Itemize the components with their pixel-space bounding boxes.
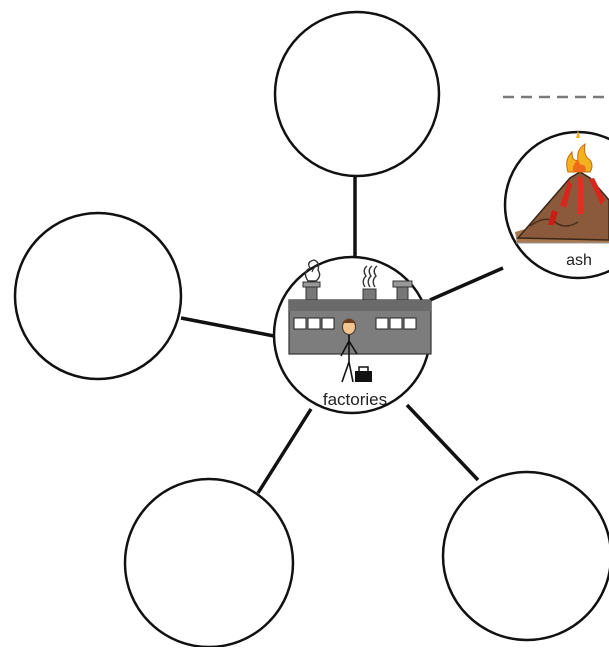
factory-worker-icon xyxy=(288,259,432,383)
volcano-icon xyxy=(515,130,609,243)
card-label-ash: ash xyxy=(566,252,592,269)
edge-right xyxy=(429,266,504,302)
center-node-label: factories xyxy=(323,390,387,409)
node-card-ash[interactable]: ash xyxy=(503,130,609,280)
node-slot-left[interactable] xyxy=(13,211,183,381)
edge-left xyxy=(180,316,275,338)
edge-bottom-left xyxy=(256,408,313,494)
edge-bottom-right xyxy=(405,403,480,482)
node-slot-bottom-left[interactable] xyxy=(123,477,295,649)
node-slot-top[interactable] xyxy=(273,10,441,178)
node-slot-bottom-right[interactable] xyxy=(441,470,609,642)
center-node-factories[interactable]: factories xyxy=(272,255,432,415)
